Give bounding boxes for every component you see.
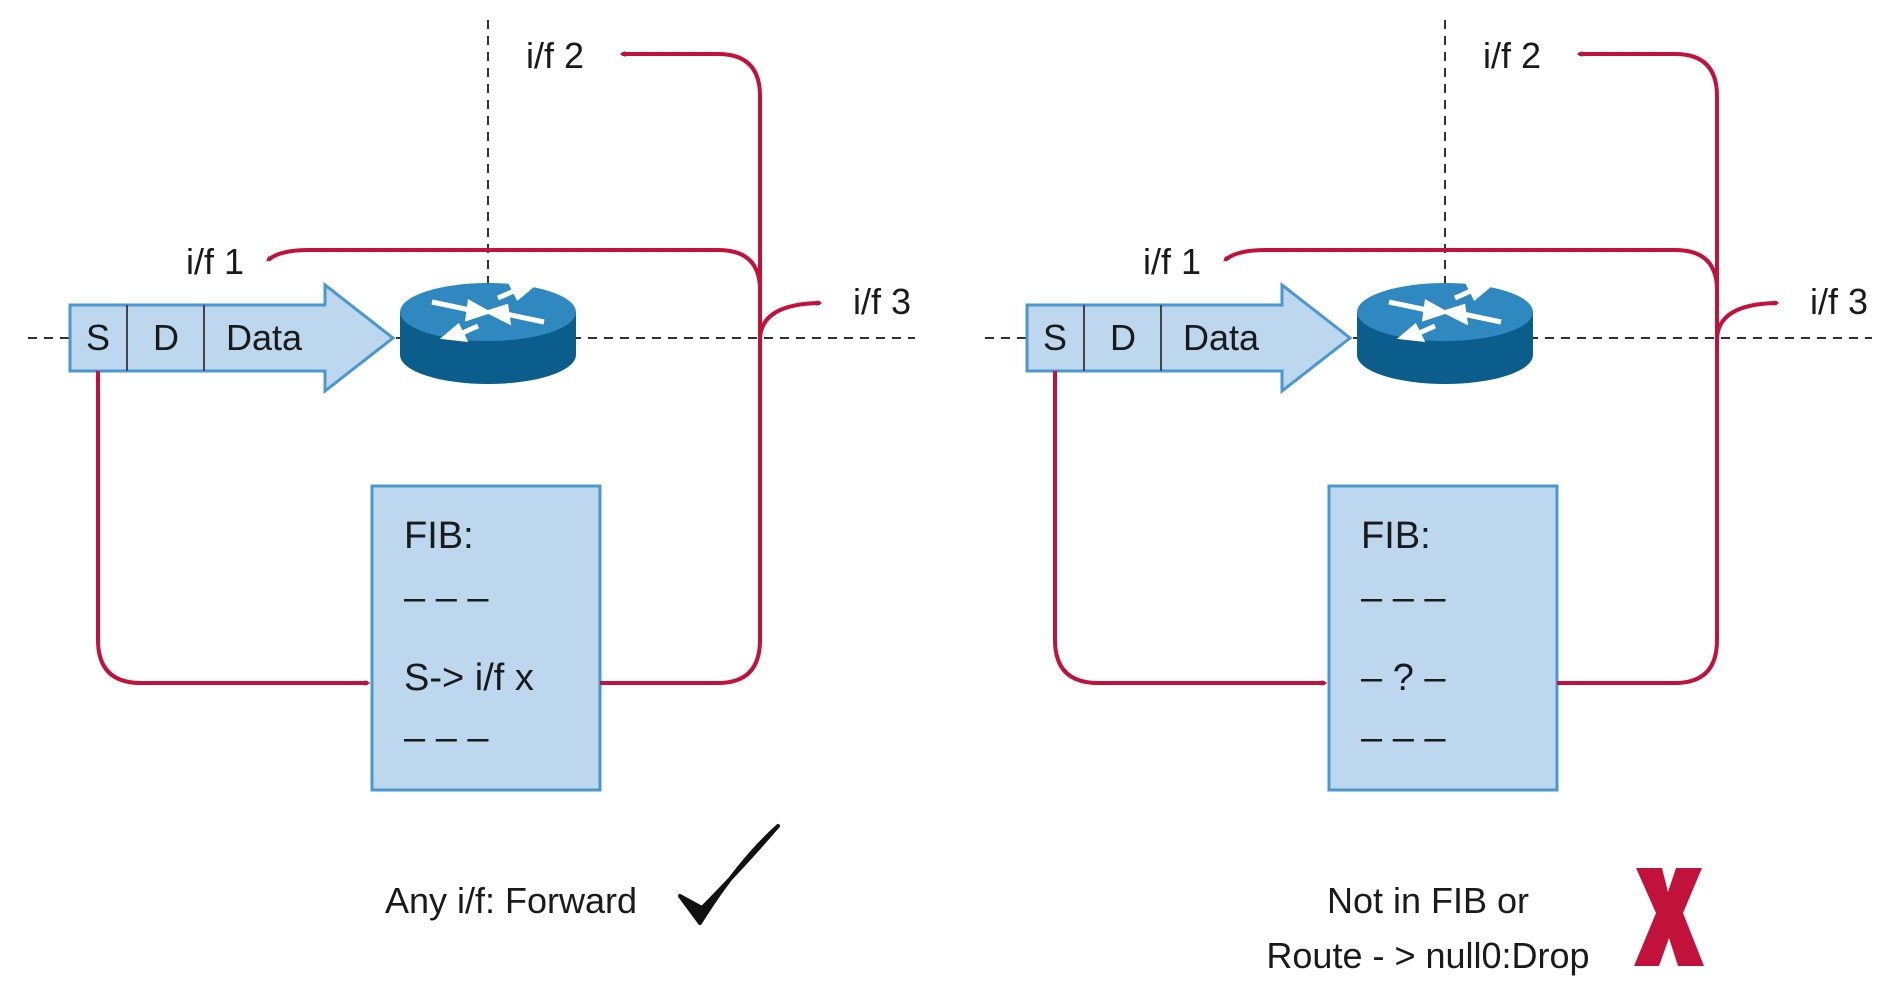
panel-forward: S D Data FIB: – – – S-> i/f x – – – (28, 20, 915, 925)
x-mark-icon (1634, 868, 1704, 966)
forward-path-if2 (600, 51, 762, 685)
panel-drop: S D Data FIB: – – – – ? – – – – i (985, 20, 1872, 976)
result-caption-line1: Not in FIB or (1327, 880, 1529, 921)
fib-table (370, 484, 602, 792)
router-icon (400, 282, 576, 384)
packet-data-field: Data (226, 317, 303, 358)
packet-src-field: S (1043, 317, 1067, 358)
router-icon (1357, 282, 1533, 384)
forward-path-if3 (758, 300, 823, 341)
result-caption-line2: Route - > null0:Drop (1266, 935, 1589, 976)
lookup-path (96, 371, 371, 686)
packet-arrow (68, 281, 396, 395)
forward-path-if1 (1223, 248, 1719, 300)
fib-row: – – – (1361, 577, 1446, 619)
interface-label-if2: i/f 2 (526, 35, 584, 76)
result-caption: Any i/f: Forward (385, 880, 637, 921)
interface-label-if3: i/f 3 (853, 281, 911, 322)
interface-label-if1: i/f 1 (186, 241, 244, 282)
fib-row: – ? – (1361, 657, 1446, 699)
forward-path-if1 (266, 248, 762, 300)
fib-title: FIB: (1361, 515, 1431, 557)
fib-table (1327, 484, 1559, 792)
forward-path-if3 (1715, 300, 1780, 341)
fib-title: FIB: (404, 515, 474, 557)
forward-path-if2 (1557, 51, 1719, 685)
packet-src-field: S (86, 317, 110, 358)
interface-label-if2: i/f 2 (1483, 35, 1541, 76)
fib-row: – – – (404, 577, 489, 619)
interface-label-if1: i/f 1 (1143, 241, 1201, 282)
packet-arrow (1025, 281, 1353, 395)
interface-label-if3: i/f 3 (1810, 281, 1868, 322)
packet-data-field: Data (1183, 317, 1260, 358)
packet-dst-field: D (153, 317, 179, 358)
packet-dst-field: D (1110, 317, 1136, 358)
fib-row: S-> i/f x (404, 657, 534, 699)
fib-row: – – – (404, 717, 489, 759)
lookup-path (1053, 371, 1328, 686)
fib-row: – – – (1361, 717, 1446, 759)
checkmark-icon (678, 824, 780, 925)
